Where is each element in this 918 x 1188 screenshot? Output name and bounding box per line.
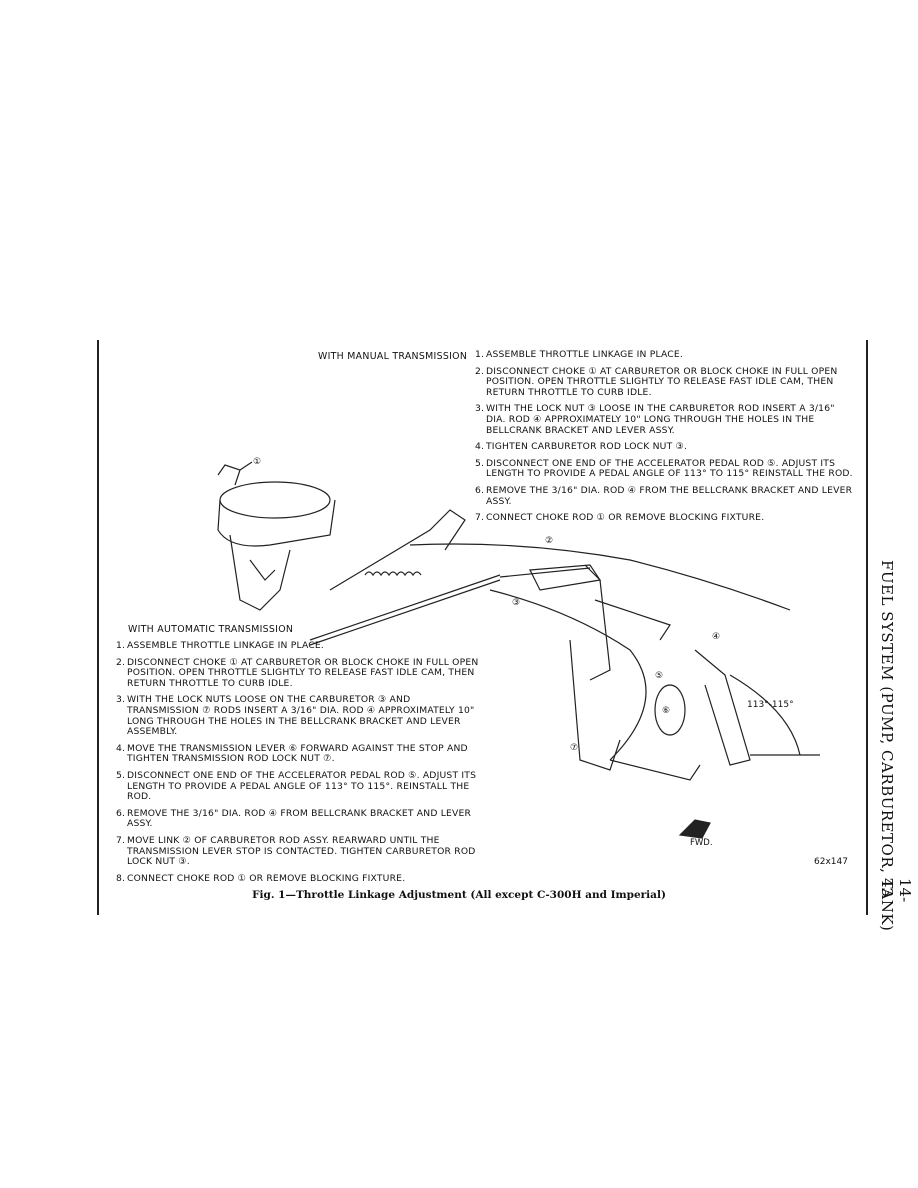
- automatic-step: 5.DISCONNECT ONE END OF THE ACCELERATOR …: [116, 769, 481, 803]
- automatic-step-number: 5.: [116, 769, 126, 781]
- automatic-step-number: 3.: [116, 694, 126, 706]
- automatic-step-number: 8.: [116, 872, 126, 884]
- manual-step-number: 7.: [475, 512, 485, 524]
- automatic-step: 6.REMOVE THE 3/16" DIA. ROD ④ FROM BELLC…: [116, 807, 481, 830]
- manual-step-number: 1.: [475, 349, 485, 360]
- automatic-step: 8.CONNECT CHOKE ROD ① OR REMOVE BLOCKING…: [116, 872, 481, 885]
- manual-step-text: ASSEMBLE THROTTLE LINKAGE IN PLACE.: [486, 349, 684, 360]
- automatic-step-text: REMOVE THE 3/16" DIA. ROD ④ FROM BELLCRA…: [127, 807, 472, 830]
- manual-step-number: 5.: [475, 457, 485, 469]
- automatic-step: 3.WITH THE LOCK NUTS LOOSE ON THE CARBUR…: [116, 695, 481, 737]
- automatic-step-text: DISCONNECT CHOKE ① AT CARBURETOR OR BLOC…: [127, 656, 479, 689]
- left-margin-rule: [97, 340, 99, 915]
- automatic-step: 1.ASSEMBLE THROTTLE LINKAGE IN PLACE.: [116, 640, 481, 652]
- automatic-step-number: 4.: [116, 742, 126, 754]
- manual-step-text: REMOVE THE 3/16" DIA. ROD ④ FROM THE BEL…: [486, 484, 853, 507]
- manual-step-number: 6.: [475, 484, 485, 496]
- section-title: FUEL SYSTEM (PUMP, CARBURETOR, TANK): [878, 560, 896, 932]
- manual-step: 1.ASSEMBLE THROTTLE LINKAGE IN PLACE.: [475, 349, 855, 361]
- manual-steps: 1.ASSEMBLE THROTTLE LINKAGE IN PLACE.2.D…: [475, 349, 855, 530]
- automatic-step-number: 7.: [116, 834, 126, 846]
- callout-6: ⑥: [662, 706, 670, 716]
- automatic-step-text: MOVE THE TRANSMISSION LEVER ⑥ FORWARD AG…: [127, 742, 468, 765]
- automatic-step-text: WITH THE LOCK NUTS LOOSE ON THE CARBURET…: [127, 694, 475, 738]
- figure-id: 62x147: [814, 857, 848, 867]
- manual-step-text: CONNECT CHOKE ROD ① OR REMOVE BLOCKING F…: [486, 512, 765, 524]
- manual-step-text: DISCONNECT CHOKE ① AT CARBURETOR OR BLOC…: [486, 365, 838, 398]
- automatic-step-text: DISCONNECT ONE END OF THE ACCELERATOR PE…: [127, 769, 477, 803]
- callout-2: ②: [545, 536, 553, 546]
- callout-3: ③: [512, 598, 520, 608]
- automatic-step: 2.DISCONNECT CHOKE ① AT CARBURETOR OR BL…: [116, 656, 481, 690]
- automatic-heading: WITH AUTOMATIC TRANSMISSION: [128, 624, 294, 635]
- manual-step-text: TIGHTEN CARBURETOR ROD LOCK NUT ③.: [486, 441, 688, 453]
- automatic-step: 7.MOVE LINK ② OF CARBURETOR ROD ASSY. RE…: [116, 834, 481, 868]
- manual-step: 4.TIGHTEN CARBURETOR ROD LOCK NUT ③.: [475, 441, 855, 453]
- manual-heading: WITH MANUAL TRANSMISSION: [318, 351, 468, 362]
- automatic-step-number: 2.: [116, 656, 126, 668]
- manual-step: 3.WITH THE LOCK NUT ③ LOOSE IN THE CARBU…: [475, 404, 855, 436]
- manual-step-text: DISCONNECT ONE END OF THE ACCELERATOR PE…: [486, 457, 853, 480]
- automatic-step: 4.MOVE THE TRANSMISSION LEVER ⑥ FORWARD …: [116, 742, 481, 765]
- manual-step-text: WITH THE LOCK NUT ③ LOOSE IN THE CARBURE…: [486, 403, 835, 436]
- manual-step-number: 3.: [475, 403, 485, 415]
- callout-1: ①: [253, 457, 261, 467]
- manual-step-number: 4.: [475, 441, 485, 453]
- automatic-step-text: CONNECT CHOKE ROD ① OR REMOVE BLOCKING F…: [127, 872, 406, 884]
- callout-4: ④: [712, 632, 720, 642]
- automatic-steps: 1.ASSEMBLE THROTTLE LINKAGE IN PLACE.2.D…: [116, 640, 481, 890]
- callout-7: ⑦: [570, 743, 578, 753]
- throttle-linkage-diagram: ① ② ③ ④ ⑤ ⑥ ⑦: [217, 457, 820, 839]
- figure-caption: Fig. 1—Throttle Linkage Adjustment (All …: [252, 889, 666, 901]
- automatic-step-text: ASSEMBLE THROTTLE LINKAGE IN PLACE.: [127, 640, 325, 651]
- side-header: FUEL SYSTEM (PUMP, CARBURETOR, TANK) 14-…: [868, 560, 918, 931]
- manual-step: 5.DISCONNECT ONE END OF THE ACCELERATOR …: [475, 457, 855, 480]
- page-number: 14-43: [878, 878, 914, 903]
- pedal-angle-label: 113°-115°: [747, 700, 794, 710]
- right-margin-rule: [866, 340, 868, 915]
- automatic-step-text: MOVE LINK ② OF CARBURETOR ROD ASSY. REAR…: [127, 834, 476, 868]
- callout-5: ⑤: [655, 671, 663, 681]
- fwd-label: FWD.: [690, 838, 713, 848]
- manual-step-number: 2.: [475, 365, 485, 377]
- manual-step: 7.CONNECT CHOKE ROD ① OR REMOVE BLOCKING…: [475, 512, 855, 524]
- automatic-step-number: 1.: [116, 640, 126, 651]
- manual-step: 6.REMOVE THE 3/16" DIA. ROD ④ FROM THE B…: [475, 484, 855, 507]
- manual-step: 2.DISCONNECT CHOKE ① AT CARBURETOR OR BL…: [475, 365, 855, 399]
- automatic-step-number: 6.: [116, 807, 126, 819]
